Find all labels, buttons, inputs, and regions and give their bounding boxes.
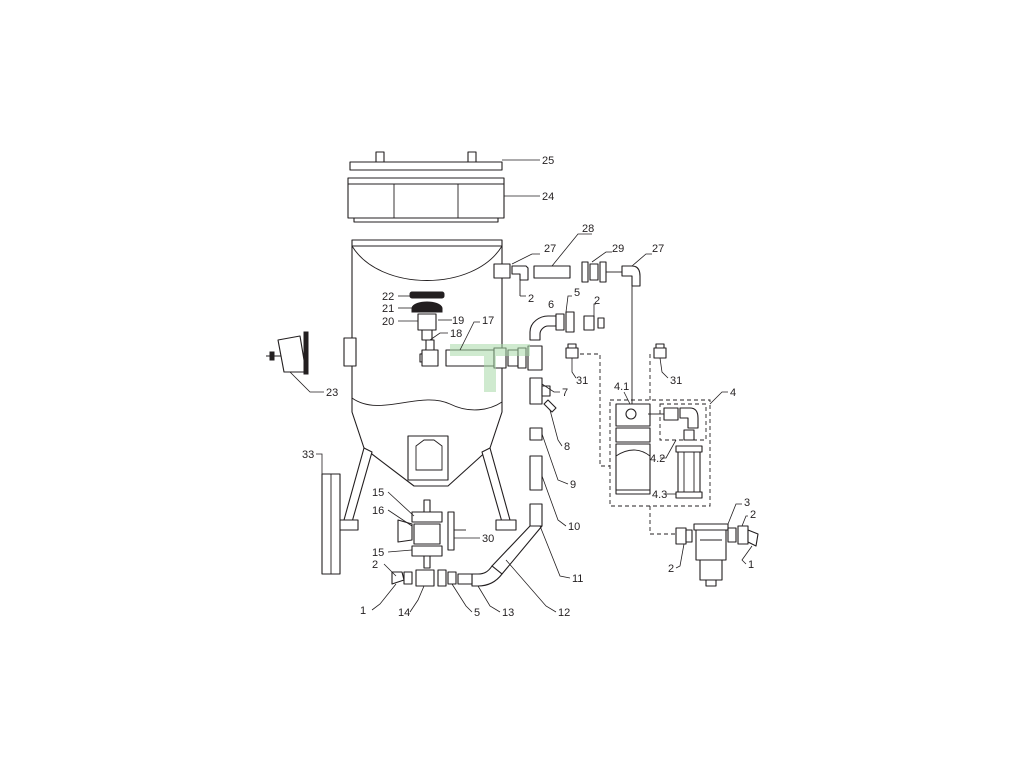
callout-2-bottom: 2: [372, 559, 378, 571]
callout-25: 25: [542, 155, 554, 167]
callout-31-left: 31: [576, 375, 588, 387]
callout-8: 8: [564, 441, 570, 453]
callout-2-inlet: 2: [668, 563, 674, 575]
part-handle: [266, 331, 309, 375]
part-air-fittings: [565, 343, 667, 359]
callout-19: 19: [452, 315, 464, 327]
callout-20: 20: [382, 316, 394, 328]
callout-5-elbow: 5: [574, 287, 580, 299]
callout-15-top: 15: [372, 487, 384, 499]
callout-1-bottom: 1: [360, 605, 366, 617]
watermark-logo: [450, 344, 530, 392]
part-legs: [337, 447, 517, 531]
callout-13: 13: [502, 607, 514, 619]
leader-lines: [289, 159, 753, 613]
callout-18: 18: [450, 328, 462, 340]
callout-33: 33: [302, 449, 314, 461]
callout-11: 11: [572, 573, 583, 585]
callout-6: 6: [548, 299, 554, 311]
callout-4: 4: [730, 387, 736, 399]
part-bottom-valve: [397, 499, 466, 569]
dashed-air-lines: [580, 353, 676, 535]
callout-5-bottom: 5: [474, 607, 480, 619]
part-lid: [349, 151, 503, 171]
callout-2-tee: 2: [528, 293, 534, 305]
part-elbow-fittings: [529, 311, 605, 341]
part-blast-pipe: [471, 503, 543, 587]
callout-23: 23: [326, 387, 338, 399]
callout-9: 9: [570, 479, 576, 491]
callout-21: 21: [382, 303, 394, 315]
callout-27-left: 27: [544, 243, 556, 255]
callout-4-2: 4.2: [650, 453, 665, 465]
part-moisture-separator: [675, 523, 759, 587]
callout-4-3: 4.3: [652, 489, 667, 501]
callout-2-separator: 2: [750, 509, 756, 521]
callout-22: 22: [382, 291, 394, 303]
callout-7: 7: [562, 387, 568, 399]
callout-3: 3: [744, 497, 750, 509]
callout-1-separator: 1: [748, 559, 754, 571]
callout-29: 29: [612, 243, 624, 255]
part-bottom-couplings: [391, 569, 473, 587]
part-control-box: [609, 399, 711, 507]
callout-14: 14: [398, 607, 410, 619]
callout-10: 10: [568, 521, 580, 533]
callout-24: 24: [542, 191, 554, 203]
callout-labels: 25 24 27 28 29 27 22 21 20 19 18 17 2 5 …: [302, 155, 756, 619]
callout-12: 12: [558, 607, 570, 619]
part-screen-ring: [347, 177, 505, 223]
callout-15-bottom: 15: [372, 547, 384, 559]
callout-17: 17: [482, 315, 494, 327]
callout-30: 30: [482, 533, 494, 545]
part-top-piping: [493, 261, 641, 404]
callout-31-right: 31: [670, 375, 682, 387]
callout-28: 28: [582, 223, 594, 235]
callout-4-1: 4.1: [614, 381, 629, 393]
callout-2-fitting: 2: [594, 295, 600, 307]
callout-16: 16: [372, 505, 384, 517]
part-wheel: [321, 473, 341, 575]
callout-27-right: 27: [652, 243, 664, 255]
